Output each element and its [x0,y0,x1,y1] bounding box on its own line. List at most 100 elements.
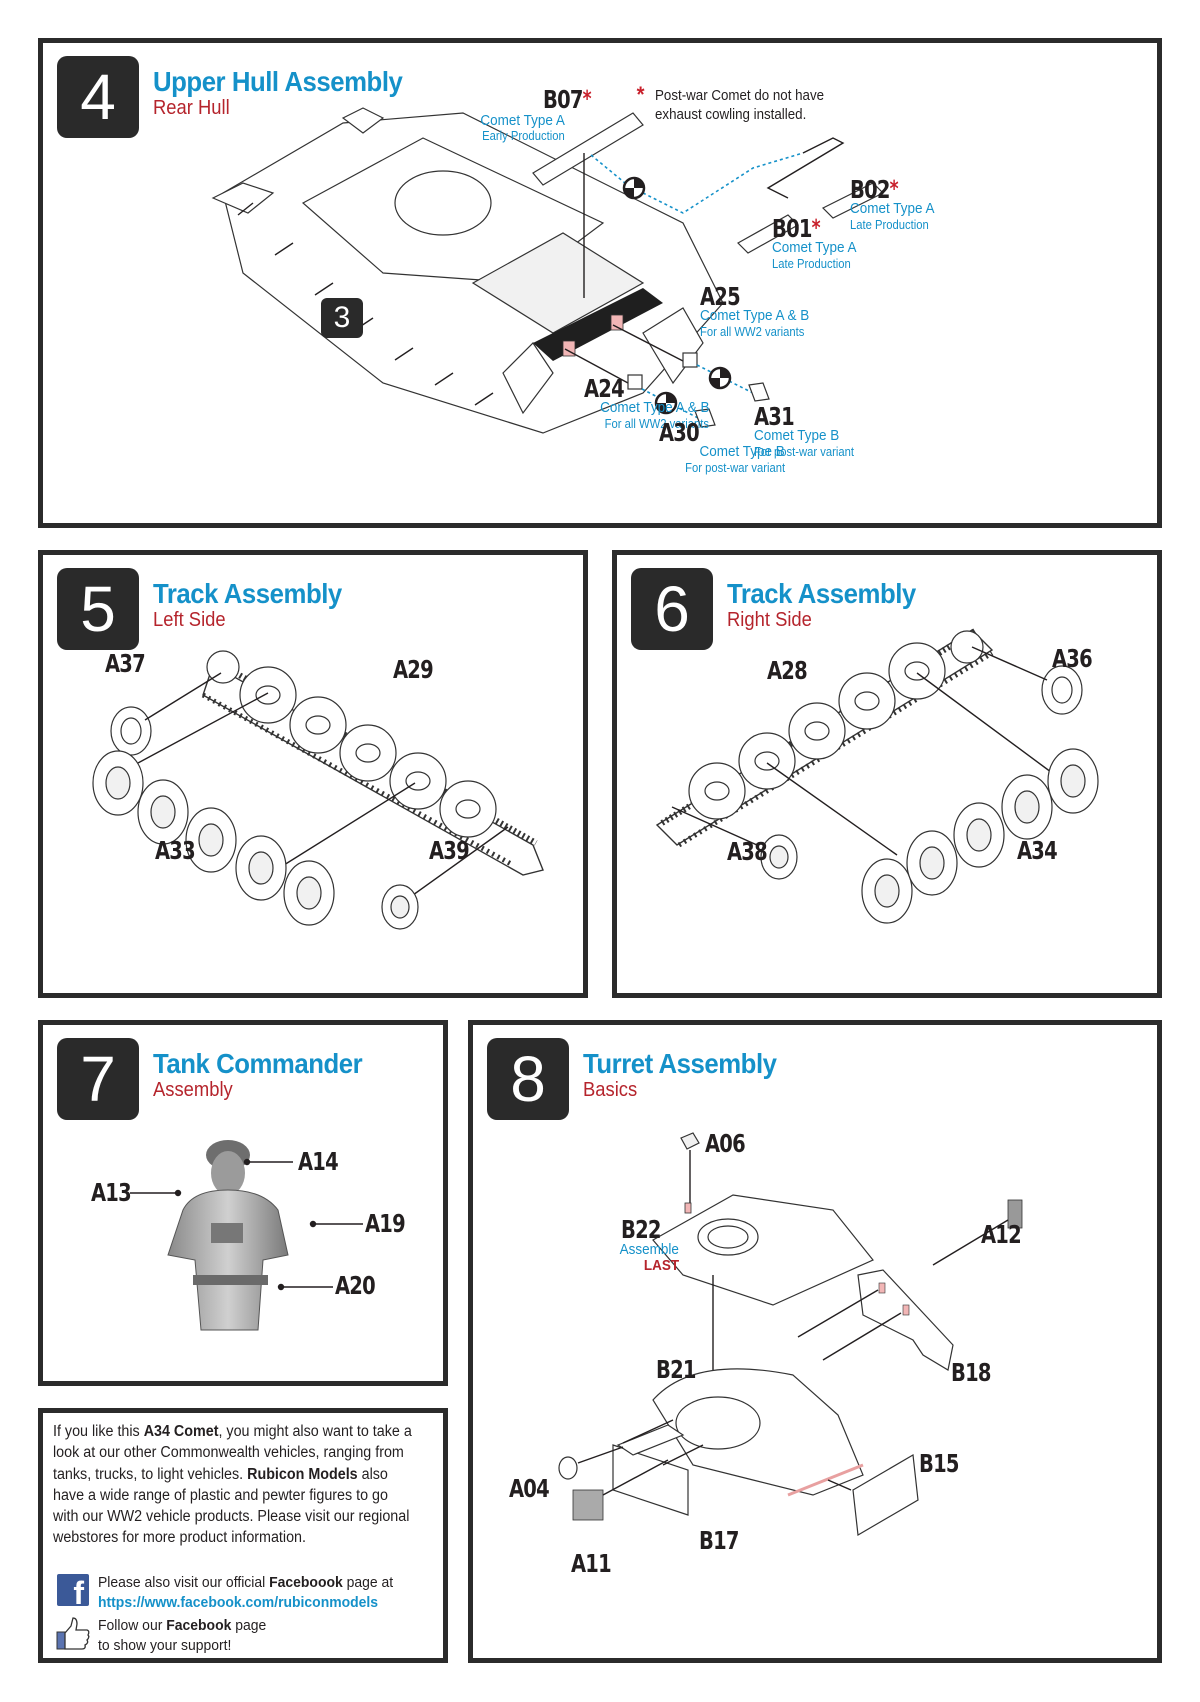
step-number-badge: 7 [57,1038,139,1120]
sprocket-a36-illustration [1041,665,1083,715]
turret-assembly-diagram [558,1132,1023,1536]
a31-exhaust-part [748,382,770,402]
part-note: Comet Type A [480,112,565,129]
subassembly-ref-badge: 3 [321,298,363,338]
part-note: Early Production [482,129,565,143]
step-number-badge: 4 [57,56,139,138]
part-note: For post-war variant [754,445,855,459]
part-note: Comet Type A & B [599,399,709,416]
part-note: Comet Type B [754,427,840,444]
step-title-block: Track Assembly Right Side [727,579,932,632]
part-note: For all WW2 variants [700,325,805,339]
facebook-url-link[interactable]: https://www.facebook.com/rubiconmodels [98,1594,379,1611]
callout-lines [130,1158,363,1291]
b01-cowling-part [737,214,799,254]
part-label-a19: A19 [365,1209,406,1238]
step-title-block: Tank Commander Assembly [153,1048,380,1102]
either-or-circle-icon [654,391,678,415]
step-6-panel: 6 Track Assembly Right Side [612,550,1162,998]
a06-part [680,1132,700,1150]
facebook-logo-icon: f [57,1574,89,1609]
assemble-note: Assemble [619,1241,679,1258]
promo-paragraph: If you like this A34 Comet, you might al… [53,1423,412,1547]
part-label-a39: A39 [429,836,470,865]
a25-plate-part [682,352,698,368]
step-8-panel: 8 Turret Assembly Basics [468,1020,1162,1663]
part-note: Late Production [850,218,929,232]
part-label-b15: B15 [919,1449,959,1478]
part-label-b17: B17 [699,1526,739,1555]
thumbs-up-icon [56,1617,90,1650]
part-label-a37: A37 [105,649,146,678]
road-wheels-a33-illustration [92,750,335,926]
show-support-line: to show your support! [98,1637,232,1654]
part-label-a34: A34 [1017,836,1058,865]
b22-turret-roof-illustration [652,1194,874,1306]
step-number-badge: 6 [631,568,713,650]
b18-rear-plate-illustration [857,1269,954,1371]
step-number-badge: 5 [57,568,139,650]
part-note: For post-war variant [684,461,785,475]
part-label-a13: A13 [91,1178,132,1207]
part-label-a11: A11 [571,1549,612,1578]
part-label-a24: A24 [584,374,625,403]
track-a29-illustration [201,650,544,876]
promo-info-box: If you like this A34 Comet, you might al… [38,1408,448,1663]
part-label-a28: A28 [767,656,808,685]
part-label-a20: A20 [335,1271,376,1300]
part-label-b22: B22 [621,1215,661,1244]
upper-hull-diagram [211,107,885,434]
asterisk-icon: * [636,82,645,107]
b21-turret-ring-illustration [652,1368,864,1497]
a04-part [558,1456,578,1480]
right-track-diagram [655,628,1099,924]
step-title: Track Assembly [153,578,342,609]
step-subtitle: Rear Hull [153,97,230,119]
part-label-a12: A12 [981,1220,1022,1249]
either-or-circle-icon [708,366,732,390]
step-title: Upper Hull Assembly [153,66,403,97]
idler-a39-illustration [381,884,419,930]
part-label-a04: A04 [509,1474,550,1503]
left-track-diagram [92,650,544,930]
step-5-panel: 5 Track Assembly Left Side [38,550,588,998]
a11-part [572,1489,604,1521]
part-label-b21: B21 [656,1355,696,1384]
step-subtitle: Right Side [727,609,812,631]
step-number-badge: 8 [487,1038,569,1120]
part-label-b07: B07* [543,85,592,114]
sprocket-a37-illustration [110,706,152,756]
part-label-b18: B18 [951,1358,991,1387]
b07-b01-choice-line [590,152,804,214]
a24-plate-part [627,374,643,390]
part-label-a31: A31 [754,402,795,431]
step-title: Turret Assembly [583,1048,777,1079]
a30-exhaust-part [694,408,716,428]
a12-part-illustration [1007,1199,1023,1229]
part-label-a36: A36 [1052,644,1093,673]
track-a28-illustration [655,628,994,848]
tank-commander-figure [130,1140,363,1331]
part-note: Comet Type A [772,239,857,256]
follow-facebook-line: Follow our Facebook page [98,1617,267,1634]
b02-cowling-part [821,182,885,219]
b07-cowling-part [532,112,644,186]
either-or-circle-icon [622,176,646,200]
part-label-a29: A29 [393,655,434,684]
part-label-a38: A38 [727,837,768,866]
part-note: Late Production [772,257,851,271]
part-note: Comet Type A [850,200,935,217]
step-subtitle: Basics [583,1079,638,1101]
step-subtitle: Left Side [153,609,226,631]
b15-side-plate-part [852,1454,919,1536]
part-label-a14: A14 [298,1147,339,1176]
step-title: Tank Commander [153,1048,363,1079]
part-note: For all WW2 variants [604,417,709,431]
rear-hull-illustration [211,107,724,434]
part-label-a25: A25 [700,282,741,311]
step-title-block: Upper Hull Assembly Rear Hull [153,66,424,120]
commander-figure-illustration [167,1140,289,1331]
b17-front-plate-part [612,1444,689,1516]
post-war-footnote: * Post-war Comet do not have exhaust cow… [636,82,825,124]
road-wheels-a34-illustration [861,748,1099,924]
